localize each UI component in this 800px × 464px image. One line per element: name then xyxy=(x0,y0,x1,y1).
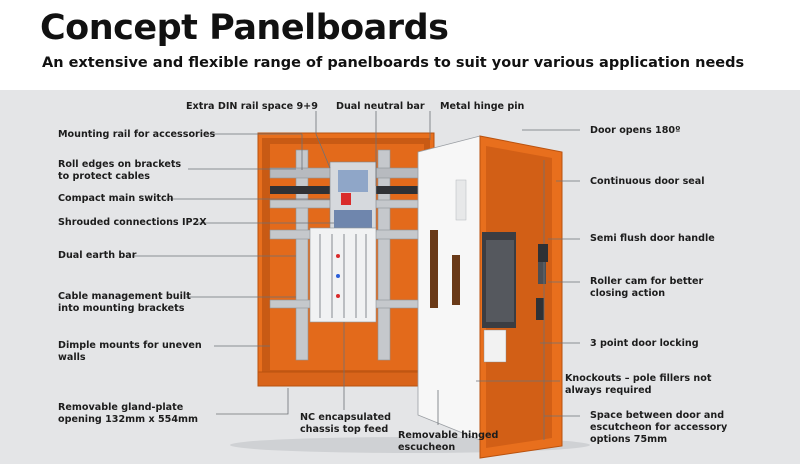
shrouded-connections xyxy=(334,210,372,230)
gland-plate xyxy=(257,371,435,387)
door-handle xyxy=(538,244,548,262)
escutcheon-slot-2 xyxy=(452,255,460,305)
main-switch-toggle xyxy=(341,193,351,205)
label-door-opens: Door opens 180º xyxy=(590,125,681,136)
label-extra-din: Extra DIN rail space 9+9 xyxy=(186,101,318,112)
mounting-bracket-left xyxy=(295,149,309,361)
page-subtitle: An extensive and flexible range of panel… xyxy=(42,55,745,71)
mounting-bracket-right xyxy=(377,149,391,361)
hinged-escutcheon xyxy=(417,135,481,441)
page-title: Concept Panelboards xyxy=(40,8,449,48)
label-door-handle: Semi flush door handle xyxy=(590,233,715,244)
header: Concept Panelboards An extensive and fle… xyxy=(0,0,800,90)
main-switch-face xyxy=(338,170,368,192)
nc-chassis xyxy=(309,227,377,323)
escutcheon-slot-1 xyxy=(430,230,438,308)
door-inner xyxy=(486,146,552,448)
label-dual-neutral: Dual neutral bar xyxy=(336,101,425,112)
label-shrouded: Shrouded connections IP2X xyxy=(58,217,207,228)
label-compact-switch: Compact main switch xyxy=(58,193,174,204)
roller-cam xyxy=(538,262,546,284)
label-metal-hinge: Metal hinge pin xyxy=(440,101,525,112)
label-door-seal: Continuous door seal xyxy=(590,176,705,187)
door-lock-block xyxy=(536,298,544,320)
label-dual-earth: Dual earth bar xyxy=(58,250,137,261)
label-mounting-rail: Mounting rail for accessories xyxy=(58,129,216,140)
label-three-point: 3 point door locking xyxy=(590,338,699,349)
